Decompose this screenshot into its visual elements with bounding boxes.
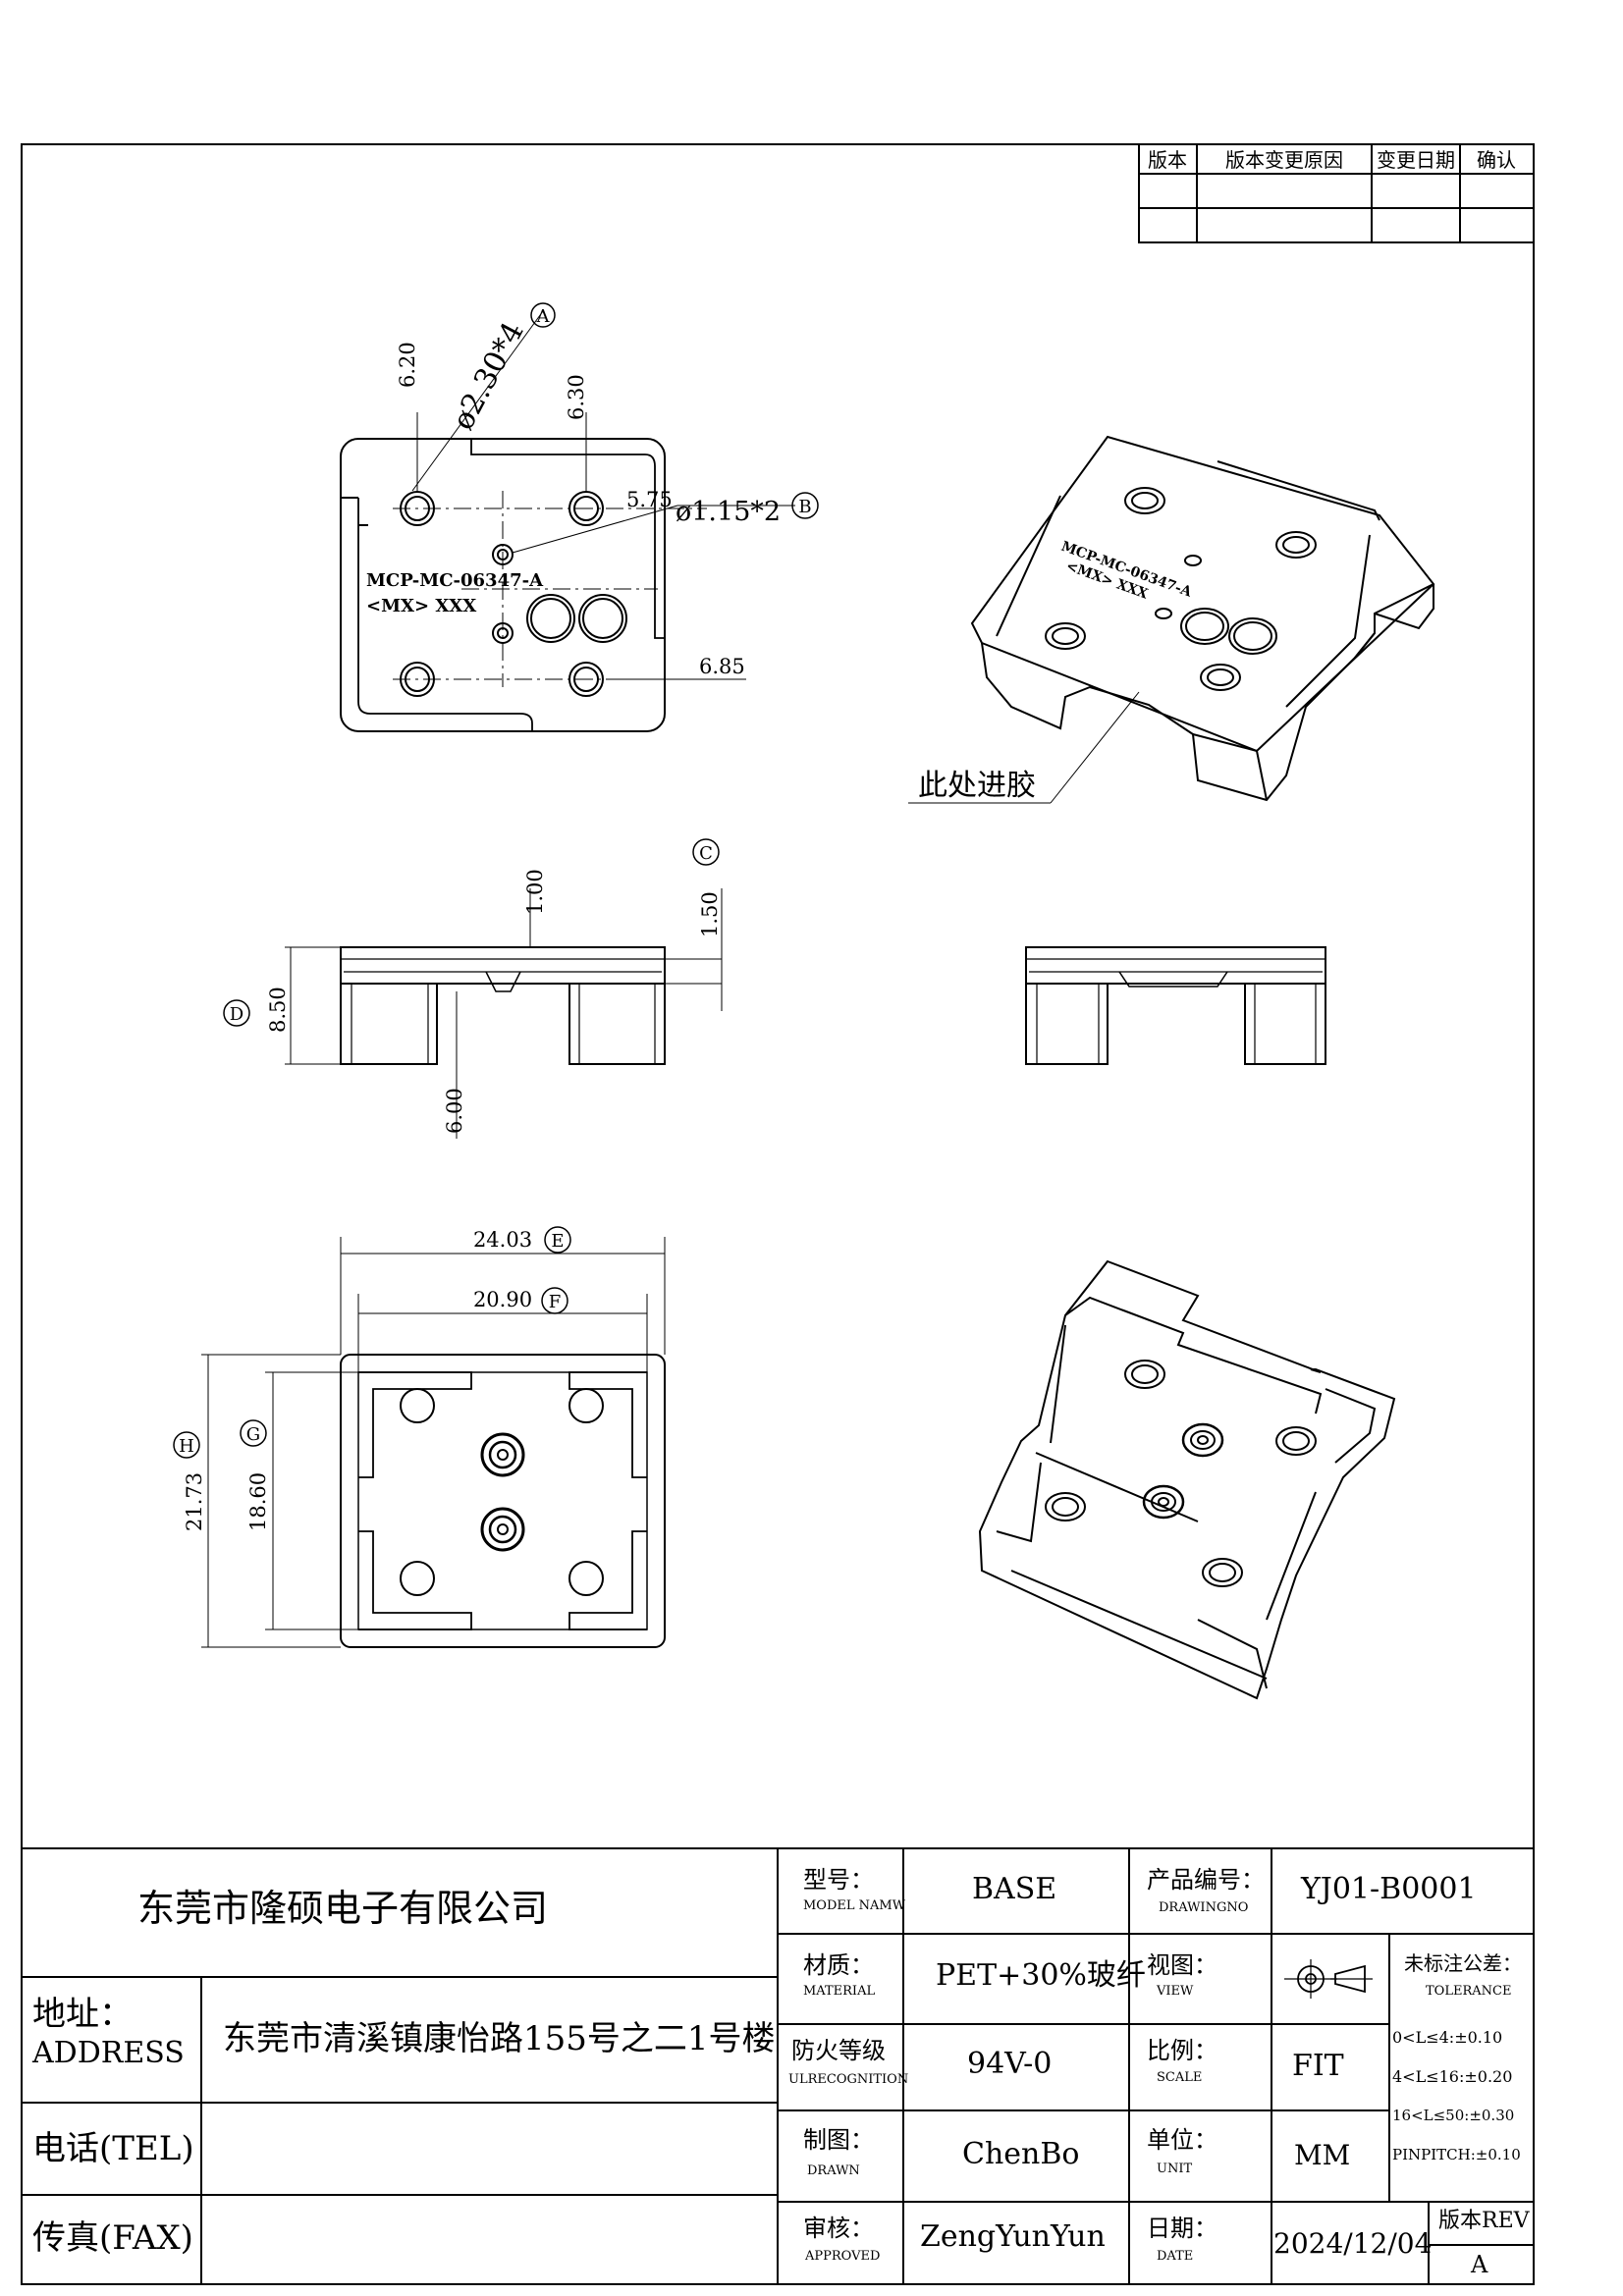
- model-label-cn: 型号：: [803, 1866, 874, 1894]
- top-view: 6.20 ø2.30*4 6.30 5.75 ø1.15*2 6.85 MCP-…: [340, 302, 819, 732]
- drawingno-value: YJ01-B0001: [1301, 1872, 1477, 1906]
- dim-21-73: 21.73: [183, 1472, 206, 1531]
- projection-symbol-icon: [1284, 1959, 1373, 1999]
- view-label-cn: 视图：: [1147, 1951, 1217, 1979]
- large-hole: [526, 594, 575, 643]
- tolerance-line-3: 16<L≤50:±0.30: [1392, 2107, 1515, 2124]
- tolerance-line-2: 4<L≤16:±0.20: [1392, 2067, 1513, 2086]
- svg-text:D: D: [230, 1004, 243, 1025]
- balloon-g: [240, 1419, 267, 1447]
- drawingno-label-en: DRAWINGNO: [1159, 1900, 1249, 1915]
- tolerance-label-cn: 未标注公差：: [1404, 1951, 1522, 1975]
- balloon-d: [223, 999, 250, 1027]
- fax-label: 传真(FAX): [32, 2218, 193, 2258]
- drawingno-label-cn: 产品编号：: [1147, 1866, 1265, 1894]
- model-label-en: MODEL NAMW: [803, 1898, 906, 1913]
- address-label-en: ADDRESS: [32, 2036, 185, 2070]
- balloon-a: [530, 302, 556, 328]
- scale-label-cn: 比例：: [1147, 2037, 1217, 2064]
- dim-8-50: 8.50: [266, 987, 290, 1033]
- approved-value: ZengYunYun: [920, 2219, 1106, 2254]
- isometric-view-bottom: [978, 1259, 1396, 1700]
- svg-text:E: E: [551, 1231, 564, 1252]
- fire-label-cn: 防火等级: [791, 2037, 886, 2064]
- balloon-f: [541, 1287, 568, 1314]
- fire-label-en: ULRECOGNITION: [788, 2072, 909, 2087]
- address-label-cn: 地址：: [32, 1995, 133, 2034]
- drawn-value: ChenBo: [962, 2137, 1080, 2171]
- dim-18-60: 18.60: [246, 1472, 270, 1531]
- revision-label: 版本REV: [1438, 2209, 1530, 2233]
- approved-label-cn: 审核：: [803, 2215, 874, 2242]
- dim-6-20: 6.20: [396, 342, 419, 388]
- scale-label-en: SCALE: [1157, 2070, 1203, 2085]
- material-label-en: MATERIAL: [803, 1984, 876, 1999]
- scale-value: FIT: [1292, 2049, 1344, 2083]
- dim-24-03: 24.03: [473, 1228, 532, 1252]
- address-value: 东莞市清溪镇康怡路155号之二1号楼: [223, 2019, 776, 2058]
- drawn-label-cn: 制图：: [803, 2126, 874, 2154]
- unit-label-cn: 单位：: [1147, 2126, 1217, 2154]
- unit-value: MM: [1294, 2139, 1351, 2171]
- balloon-c: [692, 838, 720, 866]
- rev-header-date: 变更日期: [1377, 148, 1455, 172]
- material-label-cn: 材质：: [803, 1951, 874, 1979]
- view-label-en: VIEW: [1157, 1984, 1194, 1999]
- isometric-view-top: MCP-MC-06347-A <MX> XXX 此处进胶: [908, 435, 1435, 804]
- rev-header-version: 版本: [1148, 148, 1187, 172]
- tolerance-line-1: 0<L≤4:±0.10: [1392, 2028, 1503, 2047]
- svg-text:F: F: [549, 1292, 562, 1312]
- side-view: [1025, 946, 1326, 1065]
- fire-value: 94V-0: [967, 2047, 1053, 2081]
- rev-header-reason: 版本变更原因: [1225, 148, 1343, 172]
- drawn-label-en: DRAWN: [807, 2163, 860, 2178]
- model-value: BASE: [972, 1872, 1057, 1906]
- dim-1-00: 1.00: [523, 869, 547, 915]
- rev-header-confirm: 确认: [1477, 148, 1516, 172]
- gate-callout: 此处进胶: [918, 769, 1036, 803]
- dim-6-30: 6.30: [565, 374, 588, 420]
- svg-text:B: B: [798, 497, 811, 517]
- revision-table: 版本 版本变更原因 变更日期 确认: [1138, 143, 1535, 243]
- date-label-en: DATE: [1157, 2249, 1194, 2264]
- large-hole: [578, 594, 627, 643]
- dim-1-50: 1.50: [698, 891, 722, 937]
- svg-text:A: A: [536, 306, 551, 327]
- svg-text:G: G: [246, 1424, 260, 1445]
- balloon-b: [791, 492, 819, 519]
- approved-label-en: APPROVED: [805, 2249, 881, 2264]
- tolerance-label-en: TOLERANCE: [1426, 1984, 1512, 1999]
- revision-value: A: [1471, 2251, 1488, 2278]
- dim-6-00: 6.00: [443, 1088, 466, 1134]
- company-name: 东莞市隆硕电子有限公司: [137, 1887, 549, 1930]
- material-value: PET+30%玻纤: [936, 1958, 1146, 1993]
- dim-6-85: 6.85: [699, 655, 745, 678]
- svg-text:H: H: [179, 1436, 194, 1457]
- date-value: 2024/12/04: [1273, 2227, 1433, 2260]
- bottom-view: 24.03 20.90 21.73 18.60 E F H G: [173, 1226, 666, 1648]
- front-view: 1.00 1.50 8.50 6.00 C D: [223, 838, 723, 1139]
- svg-text:C: C: [699, 843, 713, 864]
- part-marking-line1: MCP-MC-06347-A: [366, 570, 544, 591]
- balloon-e: [544, 1226, 571, 1254]
- part-marking-line2: <MX> XXX: [366, 596, 476, 616]
- date-label-cn: 日期：: [1147, 2215, 1217, 2242]
- balloon-h: [173, 1431, 200, 1459]
- unit-label-en: UNIT: [1157, 2162, 1193, 2176]
- title-block-grid: [22, 1847, 1534, 2284]
- tolerance-line-4: PINPITCH:±0.10: [1392, 2146, 1521, 2163]
- dim-20-90: 20.90: [473, 1288, 532, 1311]
- dim-hole-dia-4: ø2.30*4: [446, 316, 531, 435]
- tel-label: 电话(TEL): [32, 2129, 194, 2168]
- dim-hole-dia-2: ø1.15*2: [676, 497, 781, 527]
- dim-5-75: 5.75: [626, 488, 673, 511]
